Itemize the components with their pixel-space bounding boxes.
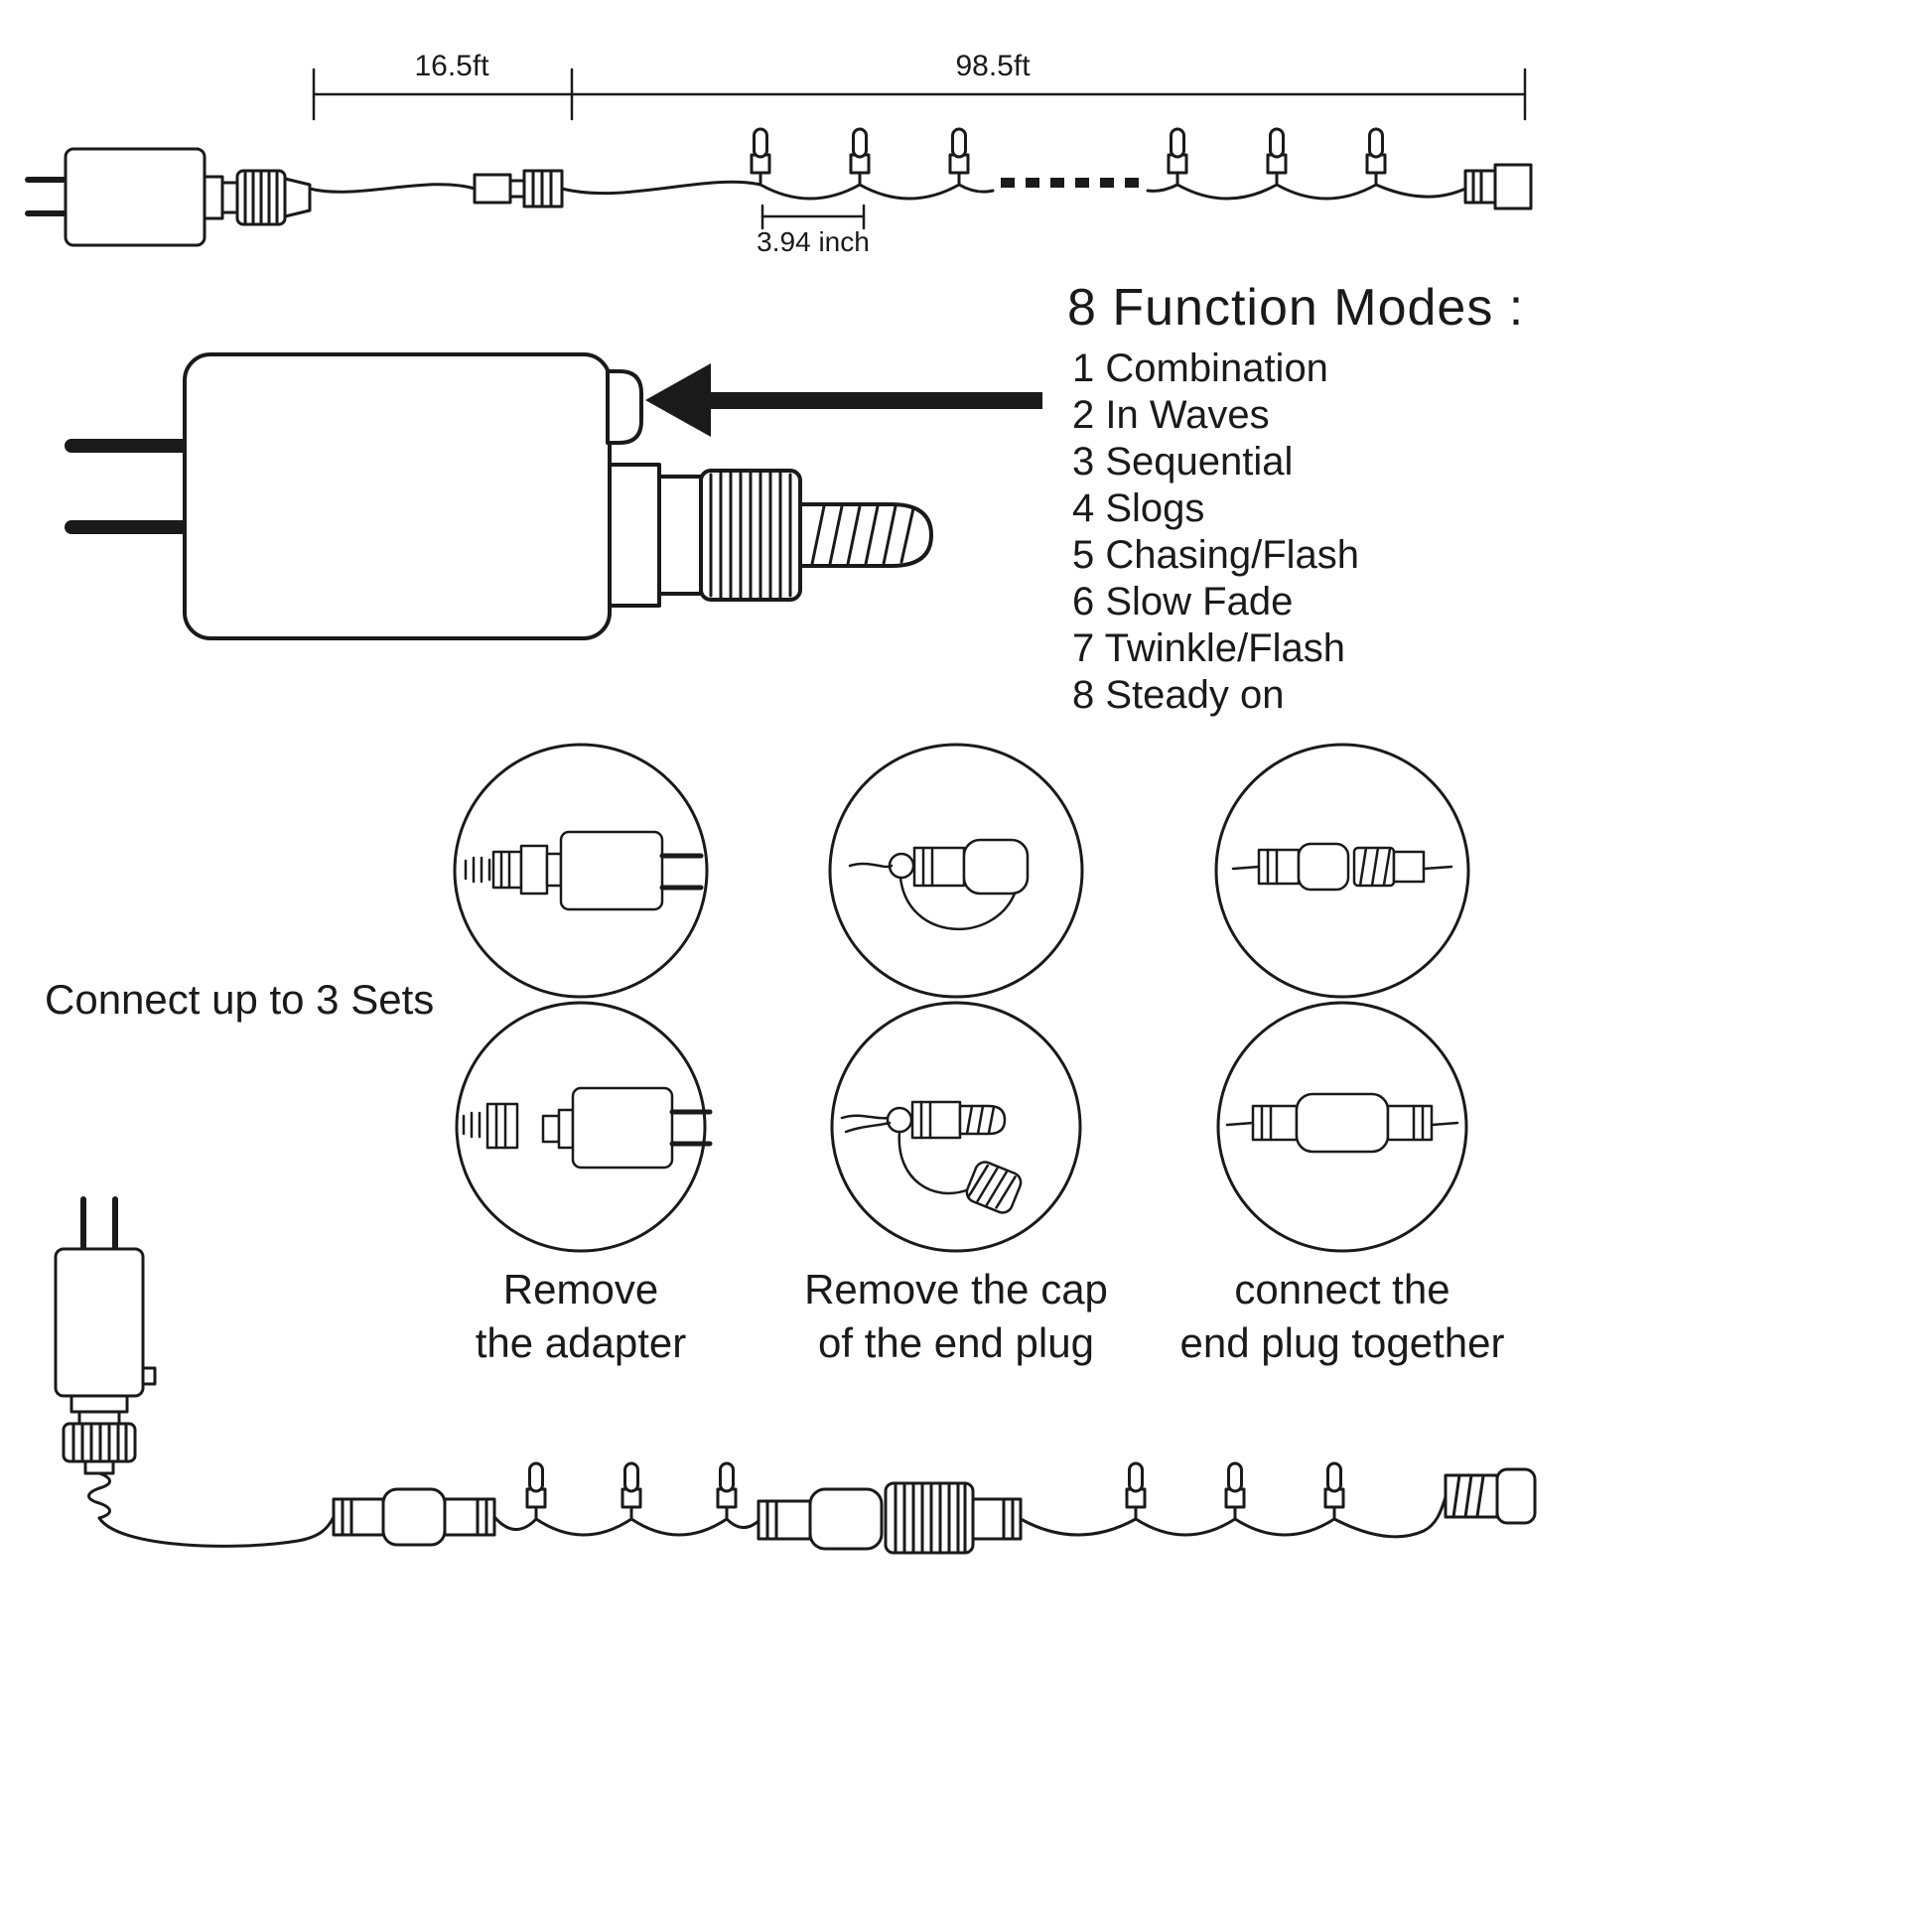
connected-string-drawing xyxy=(54,1196,1537,1555)
function-mode-item: 4 Slogs xyxy=(1072,486,1205,530)
small-adapter-drawing xyxy=(25,147,477,247)
dimension-lines xyxy=(312,68,1527,230)
string-length-label: 98.5ft xyxy=(955,50,1031,82)
function-mode-item: 5 Chasing/Flash xyxy=(1072,533,1360,577)
function-mode-item: 6 Slow Fade xyxy=(1072,580,1294,623)
caption-line: Remove the cap xyxy=(804,1266,1108,1312)
step-cap-on xyxy=(848,838,1030,931)
caption-line: Remove xyxy=(502,1266,659,1312)
function-modes-title: 8 Function Modes : xyxy=(1067,279,1525,337)
caption-line: the adapter xyxy=(475,1319,687,1366)
lead-length-label: 16.5ft xyxy=(414,50,489,82)
step-circles xyxy=(453,743,1470,1253)
bulb-spacing-label: 3.94 inch xyxy=(757,226,870,257)
step-cap-removed xyxy=(840,1100,1023,1214)
function-mode-item: 3 Sequential xyxy=(1072,440,1294,483)
step-adapter-removed xyxy=(462,1086,713,1170)
step-adapter-attached xyxy=(464,830,704,911)
step-caption-connect-plugs: connect the end plug together xyxy=(1144,1263,1541,1370)
step-plugs-apart xyxy=(1231,842,1453,892)
mode-arrow xyxy=(645,363,1042,437)
large-adapter-drawing xyxy=(65,352,933,640)
caption-line: end plug together xyxy=(1179,1319,1505,1366)
step-plugs-joined xyxy=(1225,1092,1459,1154)
connect-sets-title: Connect up to 3 Sets xyxy=(45,976,435,1023)
function-mode-item: 1 Combination xyxy=(1072,346,1328,390)
function-mode-item: 2 In Waves xyxy=(1072,393,1270,437)
step-caption-remove-cap: Remove the cap of the end plug xyxy=(758,1263,1155,1370)
light-string-drawing xyxy=(750,127,1533,210)
caption-line: connect the xyxy=(1234,1266,1450,1312)
mode-button xyxy=(606,369,643,445)
caption-line: of the end plug xyxy=(818,1319,1094,1366)
lead-connector-drawing xyxy=(473,169,762,208)
function-modes-list: 1 Combination 2 In Waves 3 Sequential 4 … xyxy=(1072,345,1359,719)
function-mode-item: 8 Steady on xyxy=(1072,673,1285,717)
function-mode-item: 7 Twinkle/Flash xyxy=(1072,626,1345,670)
step-caption-remove-adapter: Remove the adapter xyxy=(407,1263,755,1370)
